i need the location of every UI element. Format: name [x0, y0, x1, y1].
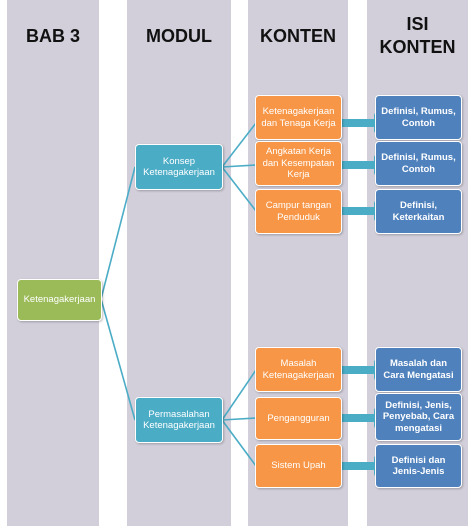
column-title-konten-2: KONTEN	[379, 37, 456, 57]
connector-root-module-1	[100, 166, 136, 300]
module-node-permasalahan: Permasalahan Ketenagakerjaan	[135, 397, 223, 443]
content-label: Campur tangan Penduduk	[265, 200, 332, 223]
detail-node: Definisi dan Jenis-Jenis	[375, 444, 462, 488]
root-node: Ketenagakerjaan	[17, 279, 102, 321]
column-title-modul: MODUL	[146, 26, 212, 46]
detail-node: Masalah dan Cara Mengatasi	[375, 347, 462, 392]
arrow-content-4	[341, 360, 380, 380]
content-node: Masalah Ketenagakerjaan	[255, 347, 342, 392]
column-title-bab: BAB 3	[25, 26, 80, 46]
module-node-konsep: Konsep Ketenagakerjaan	[135, 144, 223, 190]
arrow-content-6	[341, 456, 380, 476]
detail-node: Definisi, Rumus, Contoh	[375, 141, 462, 186]
column-title-isi: ISI	[406, 14, 429, 34]
content-node: Angkatan Kerja dan Kesempatan Kerja	[255, 141, 342, 186]
content-node: Pengangguran	[255, 397, 342, 440]
content-label: Pengangguran	[267, 412, 330, 424]
connector-root-module-2	[100, 298, 136, 421]
root-label: Ketenagakerjaan	[23, 294, 96, 306]
content-label: Masalah Ketenagakerjaan	[262, 358, 335, 381]
arrow-content-1	[341, 113, 380, 133]
content-node: Ketenagakerjaan dan Tenaga Kerja	[255, 95, 342, 140]
content-label: Sistem Upah	[271, 460, 326, 472]
content-node: Campur tangan Penduduk	[255, 189, 342, 234]
content-label: Angkatan Kerja dan Kesempatan Kerja	[262, 146, 335, 181]
arrow-content-2	[341, 155, 380, 175]
detail-label: Definisi, Rumus, Contoh	[381, 152, 456, 175]
module-label: Permasalahan Ketenagakerjaan	[143, 408, 215, 432]
column-title-konten: KONTEN	[260, 26, 336, 46]
connector-module-2-content-3	[221, 419, 257, 467]
arrow-content-5	[341, 408, 380, 428]
connector-module-1-content-3	[221, 166, 257, 212]
connector-module-2-content-1	[221, 369, 257, 421]
detail-label: Definisi, Jenis, Penyebab, Cara mengatas…	[382, 399, 455, 434]
detail-node: Definisi, Keterkaitan	[375, 189, 462, 234]
detail-label: Definisi, Rumus, Contoh	[381, 106, 456, 129]
module-label: Konsep Ketenagakerjaan	[143, 155, 215, 179]
detail-node: Definisi, Jenis, Penyebab, Cara mengatas…	[375, 393, 462, 441]
content-label: Ketenagakerjaan dan Tenaga Kerja	[261, 106, 336, 129]
detail-label: Definisi, Keterkaitan	[392, 200, 445, 223]
column-bab: BAB 3	[7, 0, 99, 526]
detail-node: Definisi, Rumus, Contoh	[375, 95, 462, 140]
connector-module-2-content-2	[221, 417, 257, 421]
connector-module-1-content-2	[221, 164, 257, 168]
detail-label: Definisi dan Jenis-Jenis	[391, 454, 446, 478]
content-node: Sistem Upah	[255, 444, 342, 488]
detail-label: Masalah dan Cara Mengatasi	[383, 358, 454, 381]
connector-module-1-content-1	[221, 122, 257, 168]
arrow-content-3	[341, 201, 380, 221]
